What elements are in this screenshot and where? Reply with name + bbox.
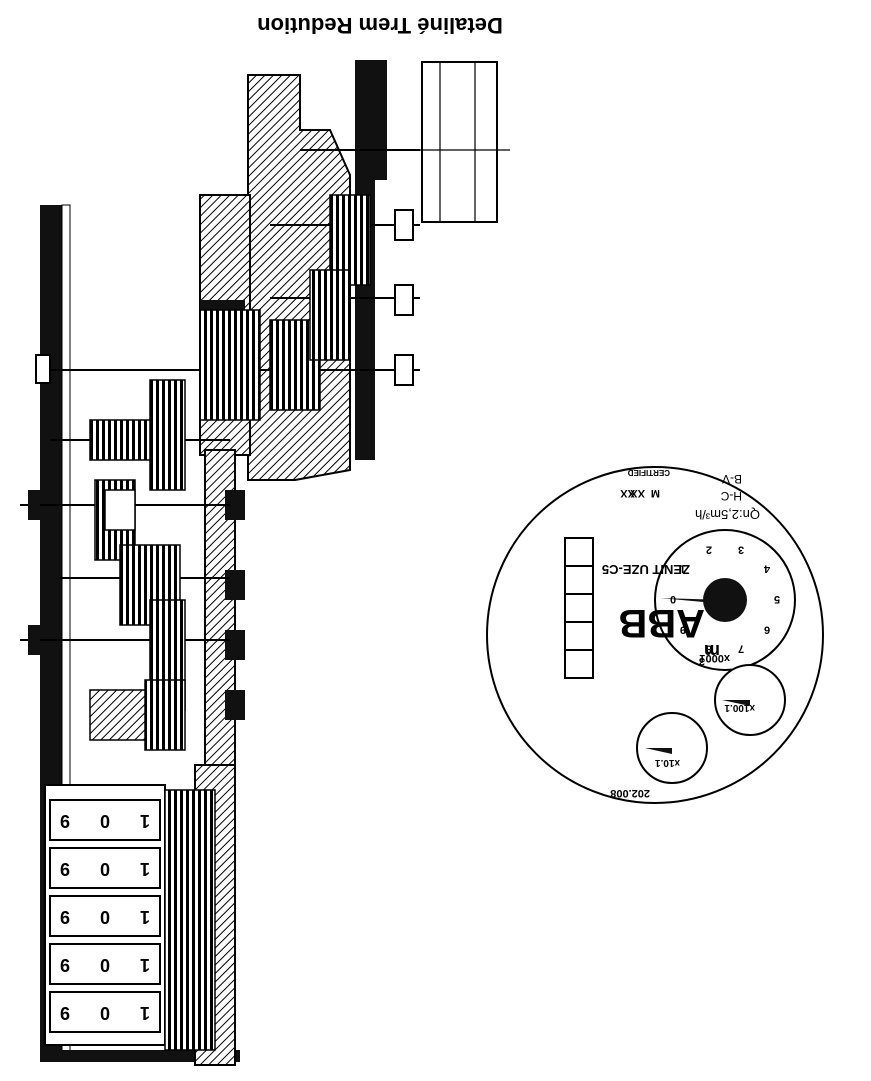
flow-rate-label: Qn:2,5m³/h xyxy=(695,507,760,522)
counter-digit: 1 xyxy=(140,859,150,879)
counter-digit: 0 xyxy=(100,955,110,975)
small-dial-1-label: x100.1 xyxy=(724,702,755,713)
counter-digit: 1 xyxy=(140,955,150,975)
dial-digit: 1 xyxy=(680,562,686,574)
dial-digit: 5 xyxy=(774,593,780,605)
gears xyxy=(89,194,371,751)
outlet-pipe xyxy=(300,61,510,223)
certification-label: CERTIFIED xyxy=(628,468,670,477)
counter-digit: 1 xyxy=(140,1003,150,1023)
dial-digit: 2 xyxy=(706,544,712,556)
small-dial-2-label: x10.1 xyxy=(655,757,680,768)
odometer-window xyxy=(564,537,594,679)
counter-digit: 0 xyxy=(100,859,110,879)
counter-drum xyxy=(49,799,161,841)
dial-digit: 8 xyxy=(706,643,712,655)
counter-digit: 0 xyxy=(100,907,110,927)
mark-code-1: M xyxy=(651,487,660,499)
counter-drum xyxy=(49,943,161,985)
class-label-1: H-C xyxy=(720,489,742,503)
dial-digit: 6 xyxy=(764,624,770,636)
counter-digit: 1 xyxy=(140,811,150,831)
counter-digit: 9 xyxy=(60,907,70,927)
mark-code-2: XX xyxy=(630,487,645,499)
brand-logo: ABB xyxy=(618,601,705,645)
counter-digit: 0 xyxy=(100,1003,110,1023)
unit-exponent: 3 xyxy=(699,655,705,667)
counter-digit: 1 xyxy=(140,907,150,927)
unit-label: m xyxy=(704,641,720,661)
dial-digit: 0 xyxy=(670,593,676,605)
model-label: ZENIT UZE-C5 xyxy=(602,562,690,577)
counter-digit: 9 xyxy=(60,955,70,975)
dial-digit: 9 xyxy=(680,624,686,636)
counter-digit: 9 xyxy=(60,811,70,831)
class-label-2: B-V xyxy=(722,472,742,486)
shaft-knobs xyxy=(28,209,414,655)
counter-digit: 9 xyxy=(60,1003,70,1023)
serial-label: 202.008 xyxy=(610,787,650,799)
mark-code-3: XX xyxy=(620,487,635,499)
dial-digit: 4 xyxy=(763,562,770,574)
counter-drum xyxy=(49,991,161,1033)
counter-drum xyxy=(49,895,161,937)
counter-digit: 9 xyxy=(60,859,70,879)
dial-digit: 7 xyxy=(738,643,744,655)
large-dial-label: x0001 xyxy=(699,652,730,664)
counter-drum xyxy=(49,847,161,889)
dial-face xyxy=(486,466,824,804)
counter-drums: 9 0 1 9 0 1 9 0 1 9 0 1 9 0 1 xyxy=(44,784,216,1051)
counter-digit: 0 xyxy=(100,811,110,831)
dial-digit: 3 xyxy=(738,544,744,556)
